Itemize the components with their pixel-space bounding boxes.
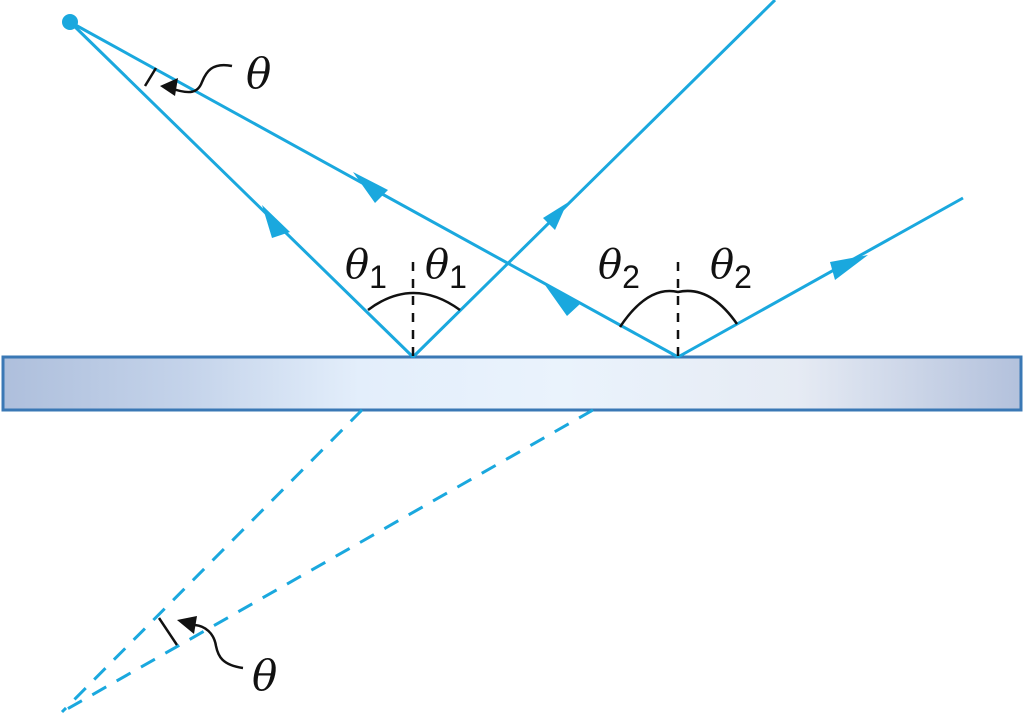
theta1-left-label: θ1 [345,242,387,295]
mirror-plate [1,355,1023,412]
theta2-left-label: θ2 [598,242,640,295]
virtual-ray-1 [60,408,364,714]
angle-arc-2 [618,289,739,328]
angle-tick-image [157,617,179,646]
angle-tick-source [143,67,158,87]
arrow-icon [543,203,567,230]
arrow-icon [830,255,868,280]
theta2-right-label: θ2 [710,242,752,295]
theta1-right-label: θ1 [425,242,467,295]
arrow-icon [262,205,290,238]
arrow-icon [177,616,197,634]
virtual-ray-2 [61,408,594,714]
arrow-icon [160,78,178,96]
arrow-icon [545,285,580,316]
squiggle-arrow-icon [169,63,233,94]
squiggle-arrow-icon [194,623,244,670]
theta-source-label: θ [246,49,271,98]
angle-arc-1 [367,291,461,312]
reflected-ray-1 [411,0,777,359]
reflected-ray-2 [677,196,964,359]
arrow-icon [353,172,388,203]
theta-image-label: θ [252,651,277,700]
incident-ray-1 [68,20,415,359]
